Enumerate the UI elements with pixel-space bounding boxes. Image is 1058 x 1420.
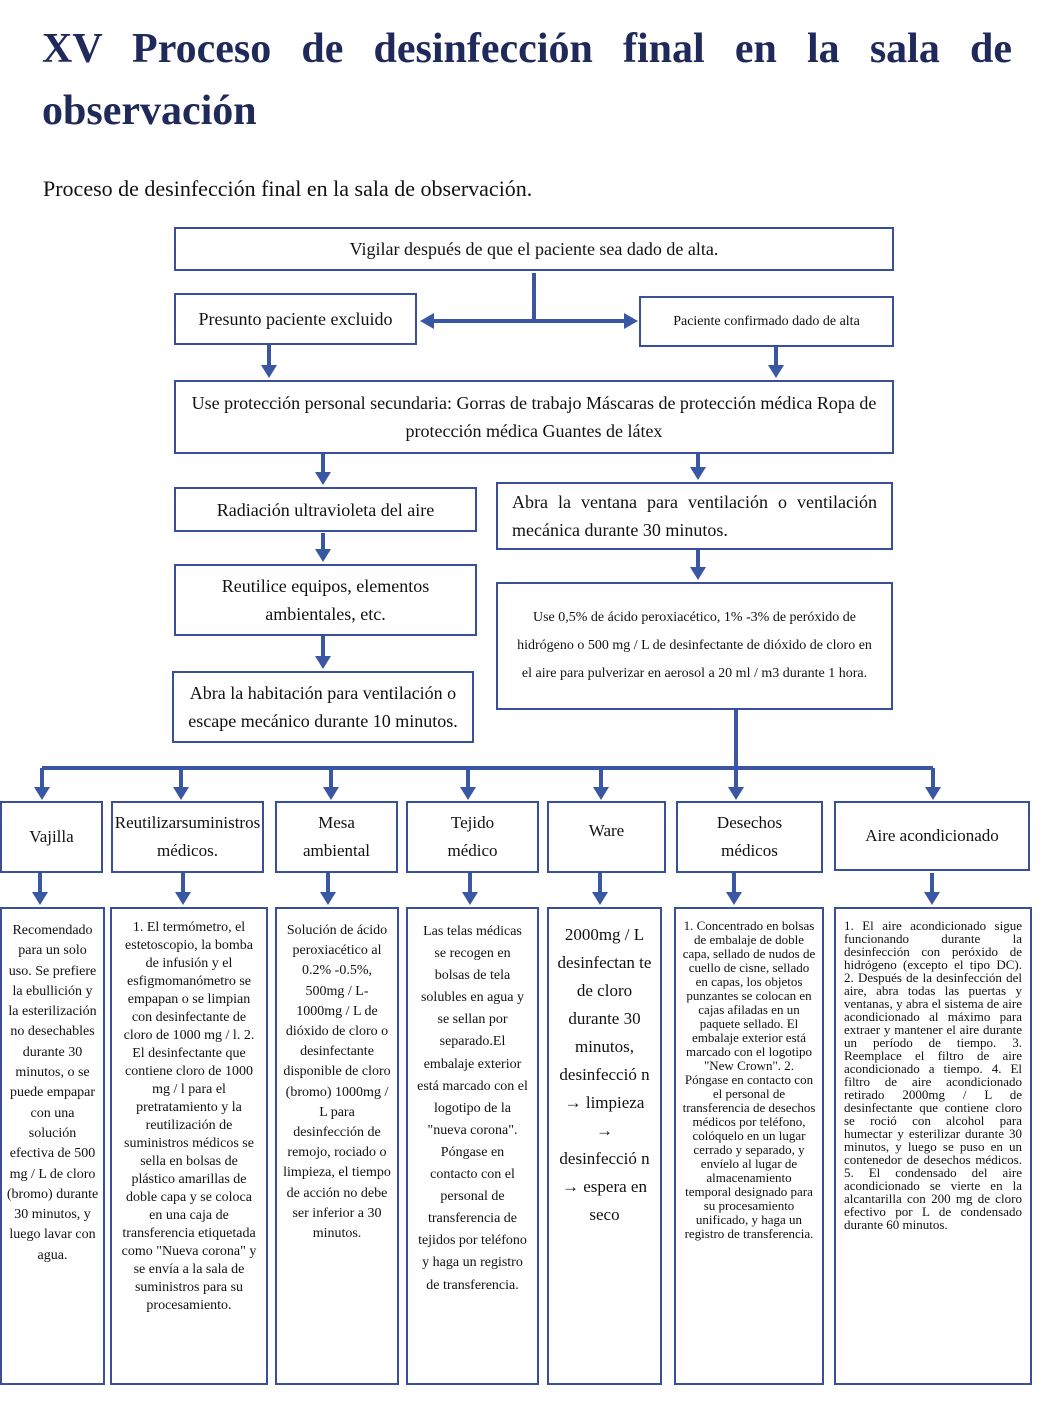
arrow-head-3: [690, 467, 706, 480]
category-label: Desechos médicos: [716, 813, 783, 860]
category-label: Reutilizarsuministros médicos.: [114, 813, 261, 860]
detail-medical-supplies: 1. El termómetro, el estetoscopio, la bo…: [110, 907, 268, 1385]
window-ventilation-text: Abra la ventana para ventilación o venti…: [512, 492, 877, 540]
arrow-head-10: [460, 787, 476, 800]
detail-text: 2000mg / L desinfectan te de cloro duran…: [557, 925, 652, 1224]
category-environmental-table: Mesa ambiental: [275, 801, 398, 873]
detail-environmental-table: Solución de ácido peroxiacético al 0.2% …: [275, 907, 399, 1385]
detail-text: 1. El aire acondicionado sigue funcionan…: [844, 918, 1022, 1232]
arrow-head-11: [593, 787, 609, 800]
category-medical-fabric: Tejido médico: [406, 801, 539, 873]
room-ventilation-text: Abra la habitación para ventilación o es…: [188, 683, 458, 731]
page-title: XV Proceso de desinfección final en la s…: [42, 26, 1012, 134]
category-label: Mesa ambiental: [302, 813, 371, 860]
monitor-discharge-box: Vigilar después de que el paciente sea d…: [174, 227, 894, 271]
detail-medical-fabric: Las telas médicas se recogen en bolsas d…: [406, 907, 539, 1385]
category-medical-supplies: Reutilizarsuministros médicos.: [111, 801, 264, 873]
category-label: Tejido médico: [447, 813, 498, 860]
arrow-head-5: [690, 567, 706, 580]
excluded-patient-box: Presunto paciente excluido: [174, 293, 417, 345]
arrow-head-15: [175, 892, 191, 905]
excluded-patient-text: Presunto paciente excluido: [198, 309, 393, 329]
arrow-head-excluded: [420, 313, 434, 329]
arrow-head-18: [592, 892, 608, 905]
page-subtitle: Proceso de desinfección final en la sala…: [43, 176, 533, 201]
detail-air-conditioning: 1. El aire acondicionado sigue funcionan…: [834, 907, 1032, 1385]
aerosol-spray-text: Use 0,5% de ácido peroxiacético, 1% -3% …: [517, 610, 872, 681]
arrow-head-0: [261, 365, 277, 378]
confirmed-patient-text: Paciente confirmado dado de alta: [673, 313, 860, 329]
arrow-head-12: [728, 787, 744, 800]
monitor-discharge-text: Vigilar después de que el paciente sea d…: [349, 239, 719, 259]
category-label: Ware: [588, 821, 625, 840]
arrow-head-1: [768, 365, 784, 378]
detail-tableware: Recomendado para un solo uso. Se prefier…: [0, 907, 105, 1385]
category-ware: Ware: [547, 801, 666, 873]
arrow-head-6: [315, 656, 331, 669]
detail-ware: 2000mg / L desinfectan te de cloro duran…: [547, 907, 662, 1385]
personal-protection-text: Use protección personal secundaria: Gorr…: [191, 393, 877, 441]
detail-medical-waste: 1. Concentrado en bolsas de embalaje de …: [674, 907, 824, 1385]
reuse-equipment-box: Reutilice equipos, elementos ambientales…: [174, 564, 477, 636]
reuse-equipment-text: Reutilice equipos, elementos ambientales…: [221, 576, 430, 624]
detail-text: 1. Concentrado en bolsas de embalaje de …: [682, 918, 816, 1241]
category-label: Vajilla: [29, 827, 74, 846]
detail-text: Solución de ácido peroxiacético al 0.2% …: [283, 923, 391, 1242]
category-medical-waste: Desechos médicos: [676, 801, 823, 873]
uv-radiation-box: Radiación ultravioleta del aire: [174, 487, 477, 532]
arrow-head-7: [34, 787, 50, 800]
uv-radiation-text: Radiación ultravioleta del aire: [216, 499, 435, 520]
detail-text: 1. El termómetro, el estetoscopio, la bo…: [121, 920, 257, 1313]
arrow-head-13: [925, 787, 941, 800]
arrow-head-14: [32, 892, 48, 905]
arrow-head-2: [315, 472, 331, 485]
detail-text: Las telas médicas se recogen en bolsas d…: [417, 924, 528, 1293]
arrow-head-4: [315, 549, 331, 562]
room-ventilation-box: Abra la habitación para ventilación o es…: [172, 671, 474, 743]
category-tableware: Vajilla: [0, 801, 103, 873]
aerosol-spray-box: Use 0,5% de ácido peroxiacético, 1% -3% …: [496, 582, 893, 710]
arrow-head-17: [462, 892, 478, 905]
arrow-head-9: [323, 787, 339, 800]
confirmed-patient-box: Paciente confirmado dado de alta: [639, 296, 894, 347]
category-label: Aire acondicionado: [865, 826, 999, 845]
window-ventilation-box: Abra la ventana para ventilación o venti…: [496, 482, 893, 550]
detail-text: Recomendado para un solo uso. Se prefier…: [6, 923, 99, 1263]
arrow-head-16: [320, 892, 336, 905]
arrow-head-8: [173, 787, 189, 800]
arrow-head-confirmed: [624, 313, 638, 329]
arrow-head-20: [924, 892, 940, 905]
category-air-conditioning: Aire acondicionado: [834, 801, 1030, 871]
personal-protection-box: Use protección personal secundaria: Gorr…: [174, 380, 894, 454]
arrow-head-19: [726, 892, 742, 905]
